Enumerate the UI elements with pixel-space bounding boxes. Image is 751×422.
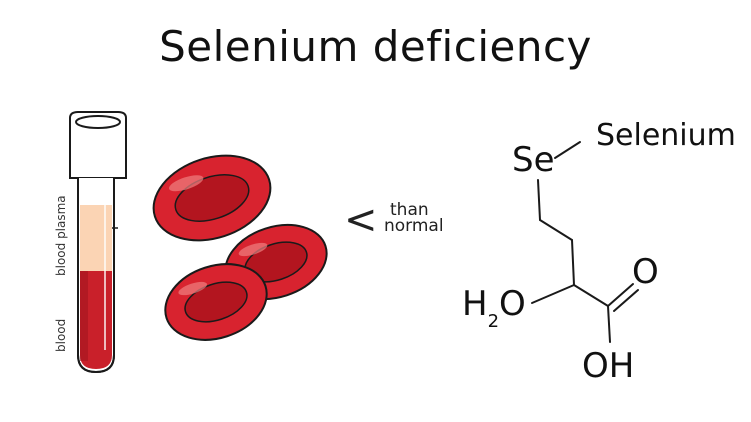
bond-c1-c2 (539, 219, 573, 241)
red-blood-cell-1 (152, 154, 272, 242)
less-than-symbol: < (344, 197, 378, 243)
comparison-text: than normal (384, 200, 444, 236)
water-group: H2O (462, 284, 526, 332)
comparison-line-2: normal (384, 216, 444, 236)
page-title: Selenium deficiency (159, 22, 592, 71)
water-o: O (499, 284, 526, 324)
bond-se-c1 (537, 179, 541, 221)
bond-c2-c3 (571, 239, 575, 286)
comparison-line-1: than (390, 200, 429, 220)
water-subscript: 2 (487, 311, 500, 332)
blood-label: blood (54, 318, 68, 352)
bond-c3-c4 (573, 284, 609, 307)
tube-cap (69, 111, 127, 179)
bond-se-label (554, 141, 581, 159)
bond-c4-o-double-a (607, 283, 634, 307)
hydroxyl-group: OH (582, 346, 635, 386)
bond-c3-o (531, 284, 575, 304)
water-h: H (462, 284, 488, 324)
carbonyl-oxygen: O (632, 252, 659, 292)
bond-c4-o-double-b (613, 289, 639, 312)
selenium-atom: Se (512, 140, 555, 180)
plasma-layer (80, 205, 112, 271)
molecule-bonds (531, 141, 639, 343)
selenium-label: Selenium (596, 118, 736, 153)
bond-c4-oh (607, 305, 611, 343)
blood-shade (80, 271, 88, 361)
red-blood-cell-3 (164, 263, 268, 341)
blood-plasma-label: blood plasma (54, 195, 68, 276)
tube-cap-top (75, 115, 121, 129)
